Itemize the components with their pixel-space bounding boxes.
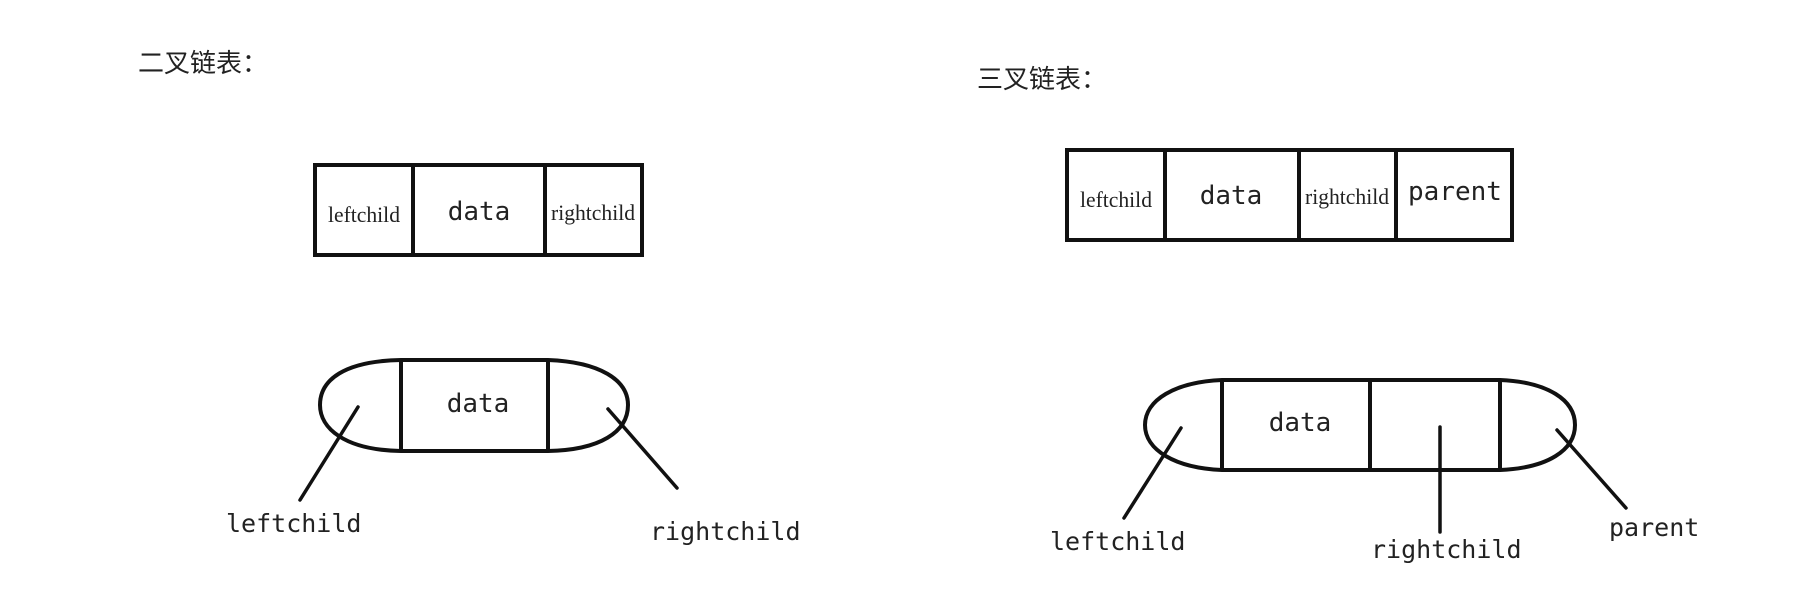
ternary-leftchild-leader bbox=[1122, 426, 1183, 520]
ternary-cell-leftchild: leftchild bbox=[1080, 187, 1152, 212]
ternary-capsule-outline bbox=[1142, 378, 1578, 472]
binary-leftchild-label: leftchild bbox=[226, 509, 361, 538]
binary-capsule-data: data bbox=[447, 389, 510, 419]
ternary-cell-parent: parent bbox=[1408, 177, 1502, 207]
binary-rightchild-label: rightchild bbox=[650, 517, 801, 546]
binary-cell-rightchild: rightchild bbox=[551, 200, 635, 225]
ternary-list-panel: 三叉链表： leftchild data rightchild parent d… bbox=[977, 65, 1699, 564]
ternary-capsule-data: data bbox=[1269, 408, 1332, 438]
binary-node-frame bbox=[313, 163, 644, 257]
ternary-node-frame bbox=[1065, 148, 1514, 242]
binary-leftchild-leader bbox=[298, 405, 360, 502]
binary-compact-node: data leftchild rightchild bbox=[226, 358, 801, 546]
ternary-cell-rightchild: rightchild bbox=[1305, 184, 1389, 209]
binary-node-structure: leftchild data rightchild bbox=[313, 163, 644, 257]
ternary-parent-leader bbox=[1555, 428, 1628, 510]
binary-list-panel: 二叉链表： leftchild data rightchild data lef… bbox=[138, 49, 801, 546]
binary-rightchild-leader bbox=[606, 407, 679, 490]
ternary-list-title: 三叉链表： bbox=[977, 65, 1107, 95]
binary-cell-leftchild: leftchild bbox=[328, 202, 400, 227]
binary-list-title: 二叉链表： bbox=[138, 49, 268, 79]
ternary-parent-label: parent bbox=[1609, 513, 1699, 542]
ternary-rightchild-label: rightchild bbox=[1371, 535, 1522, 564]
ternary-node-structure: leftchild data rightchild parent bbox=[1065, 148, 1514, 242]
ternary-compact-node: data leftchild rightchild parent bbox=[1050, 378, 1699, 564]
ternary-cell-data: data bbox=[1200, 181, 1263, 211]
binary-cell-data: data bbox=[448, 197, 511, 227]
ternary-leftchild-label: leftchild bbox=[1050, 527, 1185, 556]
